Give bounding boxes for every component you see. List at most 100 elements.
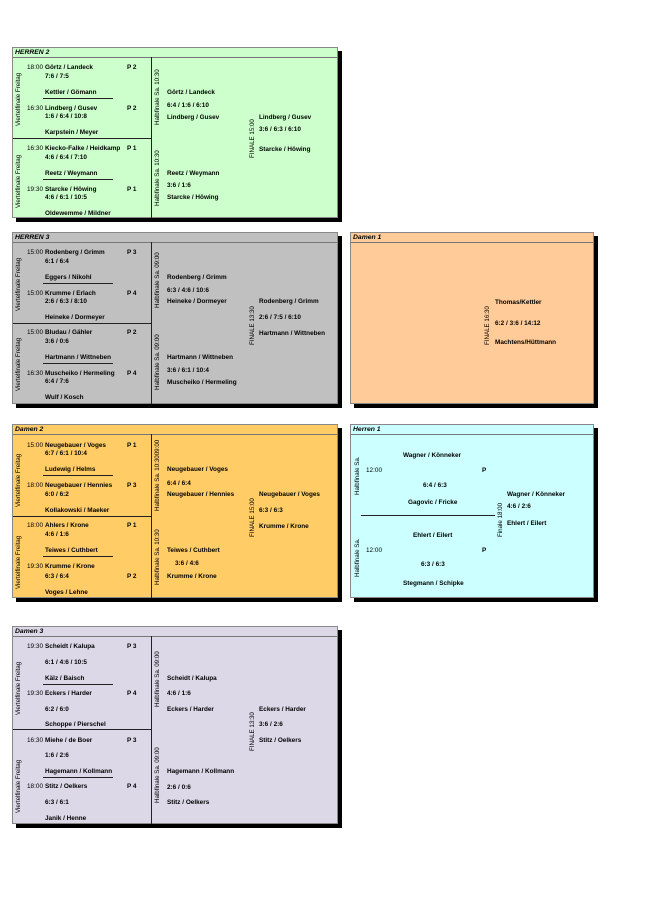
herren3-m1-team1: Rodenberg / Grimm [45, 249, 105, 256]
damen2-m4-team1: Krumme / Krone [45, 563, 95, 570]
herren1-hf-label-2: Halbfinale Sa. [354, 538, 361, 577]
damen2-sf2-score: 3:6 / 4:6 [175, 560, 199, 567]
damen3-m2-court: P 4 [127, 690, 137, 697]
herren3-panel: HERREN 3 Viertelfinale Freitag Viertelfi… [12, 232, 342, 408]
herren3-m4-time: 16:30 [27, 370, 43, 377]
damen3-final-label: FINALE 13:30 [249, 712, 256, 751]
damen3-vf-label-2: Viertelfinale Freitag [15, 759, 22, 813]
herren3-m1-time: 15:00 [27, 249, 43, 256]
herren3-m3-team1: Bludau / Gähler [45, 329, 93, 336]
damen3-m1-score: 6:1 / 4:6 / 10:5 [45, 659, 87, 666]
herren2-m1-team1: Görtz / Landeck [45, 64, 93, 71]
damen3-sf2-score: 2:6 / 0:6 [167, 784, 191, 791]
damen3-m2-team1: Eckers / Harder [45, 690, 92, 697]
herren2-final-team2: Starcke / Höwing [259, 146, 311, 153]
herren3-m1-score: 6:1 / 6:4 [45, 258, 69, 265]
damen3-sf2-team1: Hagemann / Kollmann [167, 768, 235, 775]
herren1-sf2-time: 12:00 [366, 547, 382, 554]
damen3-m3-team1: Miehe / de Boer [45, 737, 93, 744]
damen3-sf1-team1: Scheidt / Kalupa [167, 675, 217, 682]
herren3-m3-score: 3:6 / 0:6 [45, 338, 69, 345]
herren2-m3-team1: Kiecko-Falke / Heidkamp [45, 145, 121, 152]
herren1-sf2-court: P [482, 547, 487, 554]
damen2-hf-label-1: Halbfinale Sa. 10:3009:00 [154, 439, 161, 511]
damen2-m3-court: P 1 [127, 522, 137, 529]
damen3-m4-court: P 4 [127, 783, 137, 790]
herren3-m4-team2: Wulf / Kosch [45, 394, 84, 401]
herren3-sf1-team2: Heineke / Dormeyer [167, 298, 227, 305]
damen3-m2-score: 6:2 / 6:0 [45, 706, 69, 713]
damen2-m4-score: 6:3 / 6:4 [45, 573, 69, 580]
herren3-final-team2: Hartmann / Wittneben [259, 330, 325, 337]
herren2-vf-label-2: Viertelfinale Freitag [15, 154, 22, 208]
damen3-vf-label-1: Viertelfinale Freitag [15, 661, 22, 715]
damen3-m3-court: P 3 [127, 737, 137, 744]
damen2-final-team1: Neugebauer / Voges [259, 491, 320, 498]
damen2-sf2-team2: Krumme / Krone [167, 573, 217, 580]
herren2-m3-time: 16:30 [27, 145, 43, 152]
damen2-panel: Damen 2 Viertelfinale Freitag Viertelfin… [12, 424, 342, 602]
herren3-sf2-team2: Muscheiko / Hermeling [167, 379, 237, 386]
herren3-m2-team2: Heineke / Dormeyer [45, 314, 105, 321]
damen3-hf-label-2: Halbfinale Sa. 09:00 [154, 747, 161, 803]
herren2-sf2-team2: Starcke / Höwing [167, 194, 219, 201]
herren2-sf2-team1: Reetz / Weymann [167, 170, 220, 177]
herren2-hf-label-1: Halbfinale Sa. 10:30 [154, 69, 161, 125]
damen1-final-label: FINALE 16:30 [484, 306, 491, 345]
damen3-m4-score: 6:3 / 6:1 [45, 799, 69, 806]
herren2-m1-team2: Kettler / Gömann [45, 89, 97, 96]
herren2-final-team1: Lindberg / Gusev [259, 114, 312, 121]
damen3-m4-team2: Janik / Henne [45, 815, 87, 822]
herren2-sf1-team1: Görtz / Landeck [167, 89, 215, 96]
herren2-hf-label-2: Halbfinale Sa. 10:30 [154, 150, 161, 206]
damen2-final-label: FINALE 15:00 [249, 498, 256, 537]
herren1-sf2-team1: Ehlert / Eilert [413, 532, 453, 539]
damen2-m1-team2: Ludewig / Helms [45, 466, 96, 473]
damen2-m1-score: 6:7 / 6:1 / 10:4 [45, 450, 87, 457]
herren3-m3-court: P 2 [127, 329, 137, 336]
damen2-m4-time: 19:30 [27, 563, 43, 570]
damen2-m3-team1: Ahlers / Krone [45, 522, 89, 529]
damen3-m4-time: 18:00 [27, 783, 43, 790]
herren3-vf-label-1: Viertelfinale Freitag [15, 257, 22, 311]
damen3-title: Damen 3 [13, 627, 337, 637]
herren3-m1-court: P 3 [127, 249, 137, 256]
damen3-sf1-team2: Eckers / Harder [167, 706, 214, 713]
herren2-m2-score: 1:6 / 6:4 / 10:8 [45, 113, 87, 120]
herren2-m2-court: P 2 [127, 105, 137, 112]
damen2-vf-label-1: Viertelfinale Freitag [15, 453, 22, 507]
herren2-sf1-team2: Lindberg / Gusev [167, 114, 220, 121]
damen3-m4-team1: Stitz / Oelkers [45, 783, 88, 790]
damen3-m3-team2: Hagemann / Kollmann [45, 768, 113, 775]
herren3-m2-team1: Krumme / Erlach [45, 290, 96, 297]
damen1-final-team2: Machtens/Hüttmann [495, 339, 557, 346]
damen2-m1-time: 15:00 [27, 442, 43, 449]
herren2-m2-time: 16:30 [27, 105, 43, 112]
damen1-final-team1: Thomas/Kettler [495, 299, 542, 306]
herren3-m2-court: P 4 [127, 290, 137, 297]
herren3-m4-court: P 4 [127, 370, 137, 377]
damen3-m1-team1: Scheidt / Kalupa [45, 643, 95, 650]
herren2-m3-score: 4:6 / 6:4 / 7:10 [45, 154, 87, 161]
damen2-final-score: 6:3 / 6:3 [259, 507, 283, 514]
herren2-m4-score: 4:6 / 6:1 / 10:5 [45, 194, 87, 201]
damen2-m2-team2: Kollakowski / Maeker [45, 507, 110, 514]
damen1-final-score: 6:2 / 3:6 / 14:12 [495, 320, 541, 327]
damen2-m4-court: P 2 [127, 573, 137, 580]
herren3-sf2-team1: Hartmann / Wittneben [167, 354, 233, 361]
damen2-m2-court: P 3 [127, 482, 137, 489]
herren2-m4-team1: Starcke / Höwing [45, 186, 97, 193]
herren1-final-score: 4:6 / 2:6 [507, 503, 531, 510]
damen2-sf1-score: 6:4 / 6:4 [167, 480, 191, 487]
damen2-m4-team2: Voges / Lehne [45, 589, 88, 596]
damen2-hf-label-2: Halbfinale Sa. 10:30 [154, 529, 161, 585]
herren1-sf1-court: P [482, 467, 487, 474]
herren2-m4-court: P 1 [127, 186, 137, 193]
herren2-m1-court: P 2 [127, 64, 137, 71]
damen2-m1-team1: Neugebauer / Voges [45, 442, 106, 449]
herren1-title: Herren 1 [351, 425, 593, 435]
damen3-sf2-team2: Stitz / Oelkers [167, 799, 210, 806]
damen3-final-team1: Eckers / Harder [259, 706, 306, 713]
herren1-sf1-team2: Gagovic / Fricke [408, 499, 458, 506]
damen2-sf1-team1: Neugebauer / Voges [167, 466, 228, 473]
